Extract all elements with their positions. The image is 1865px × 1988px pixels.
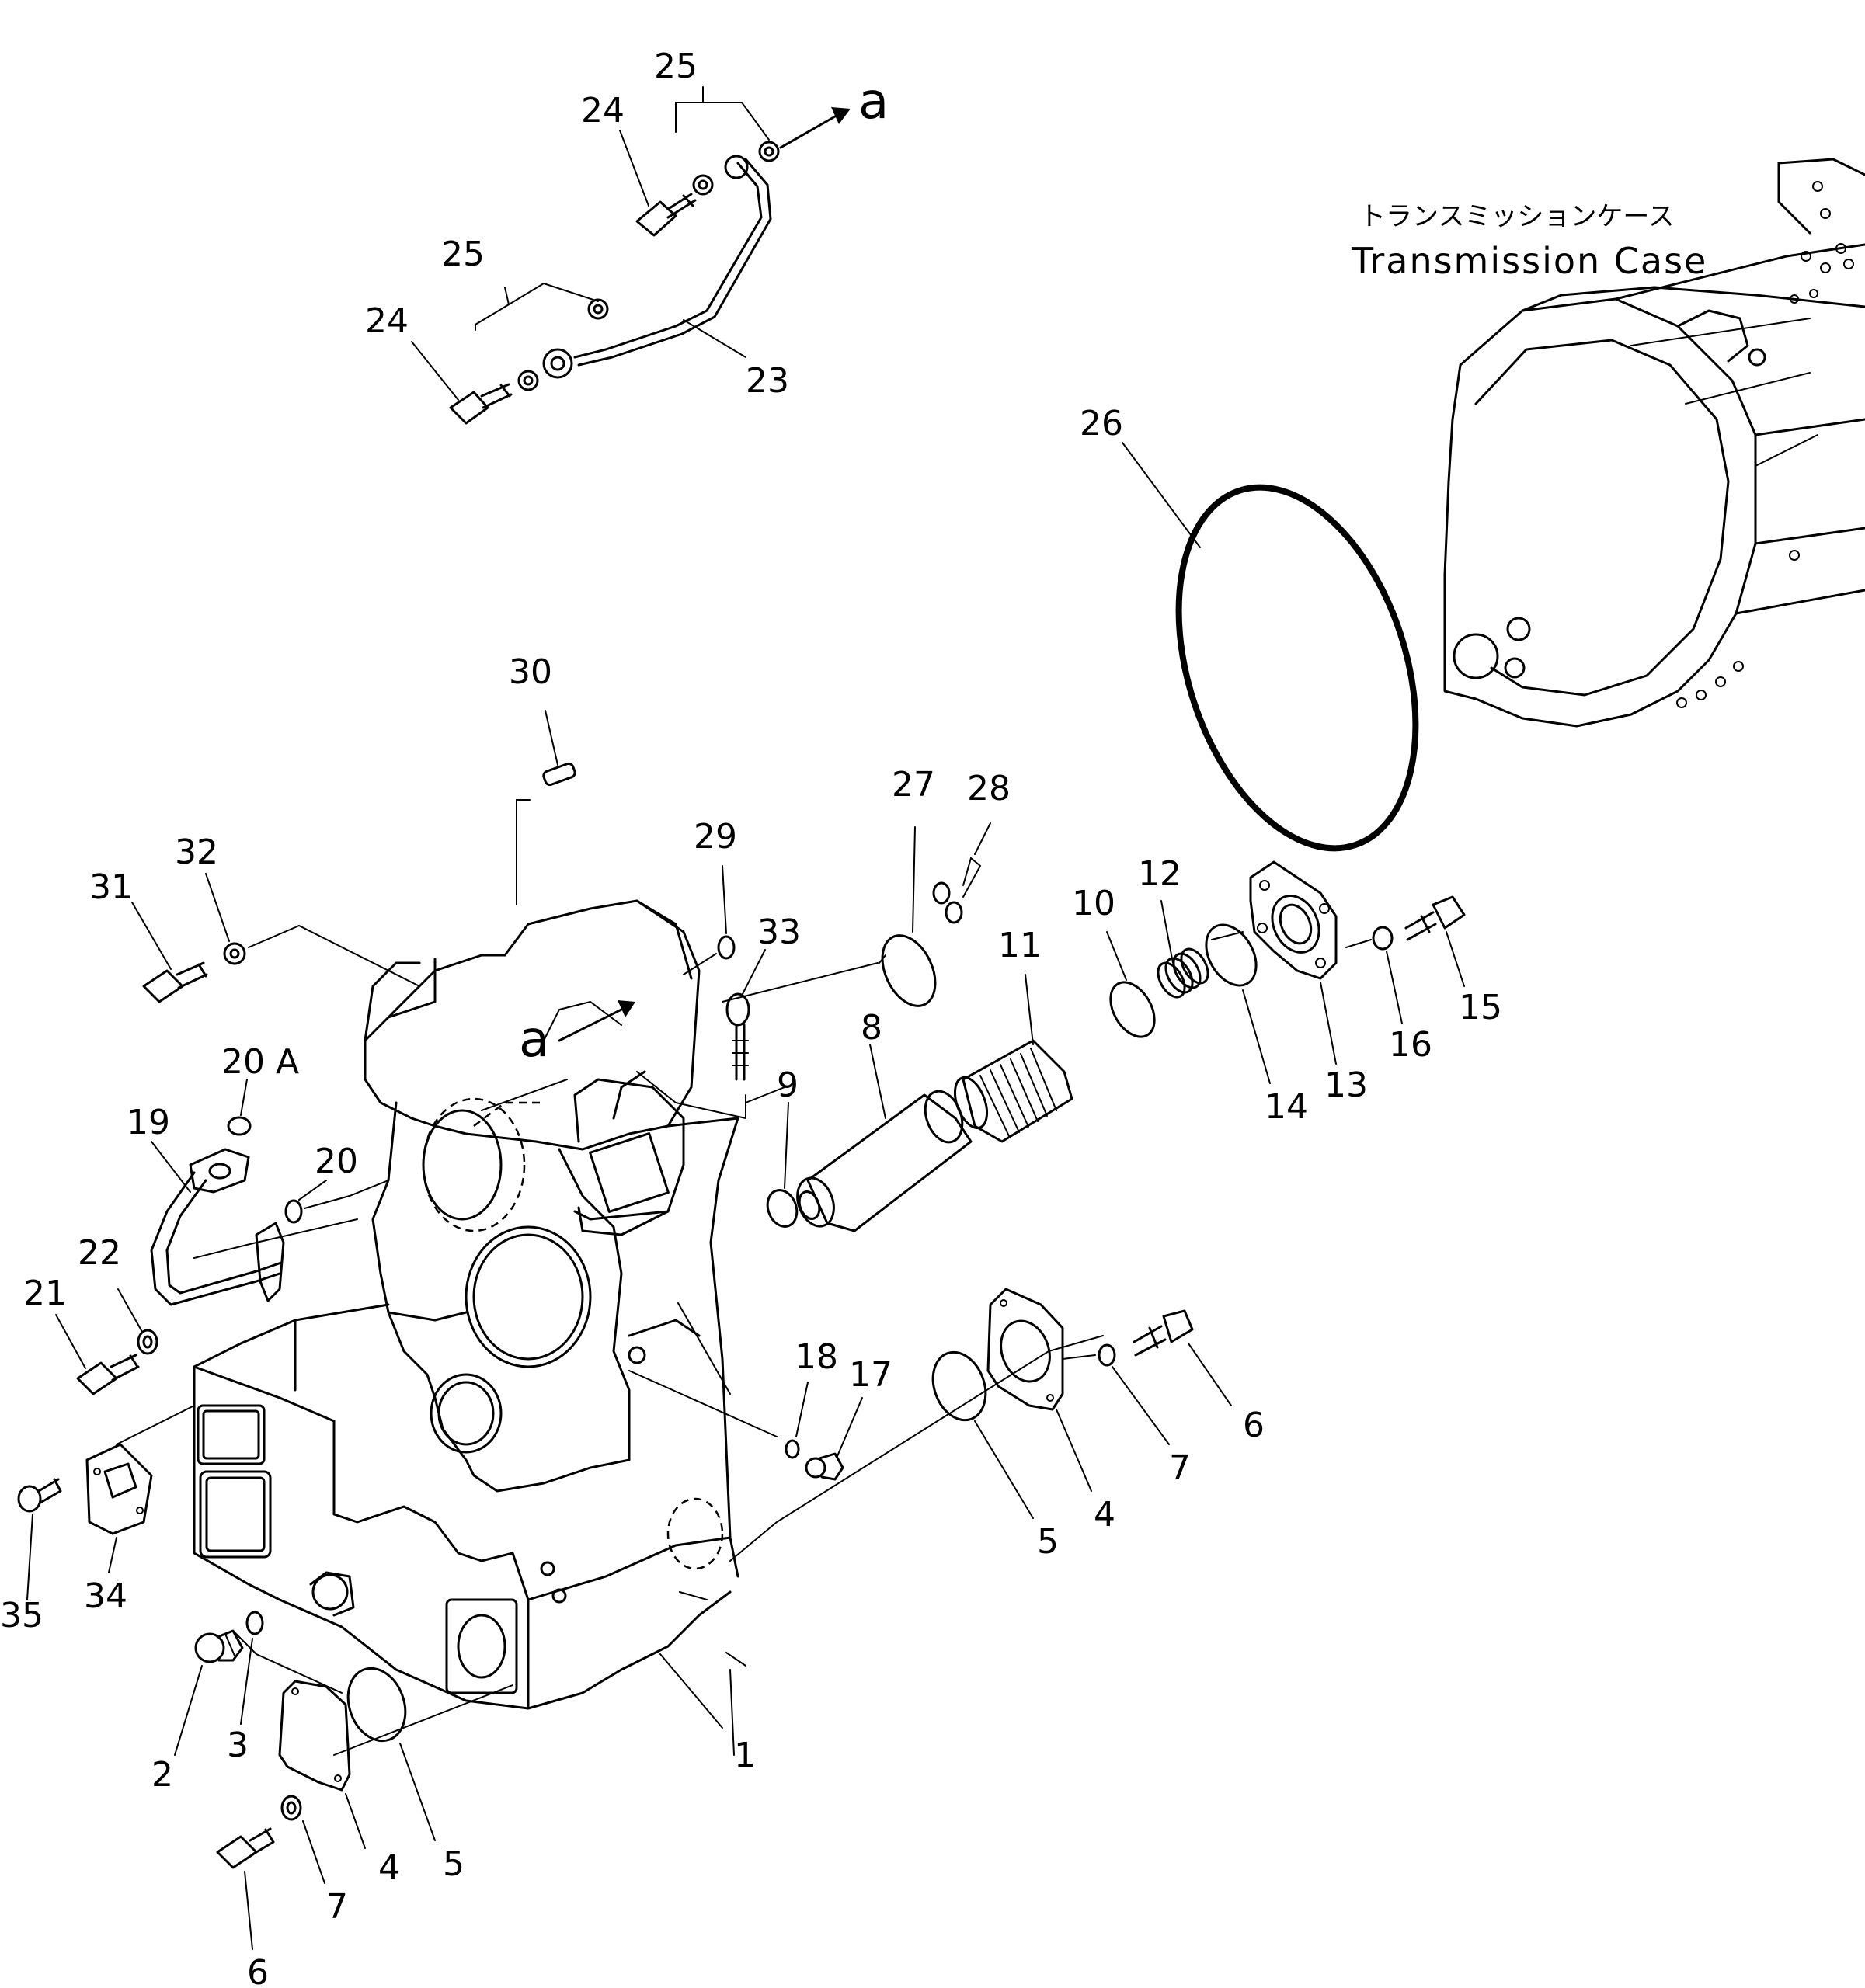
bolt-6-right (1133, 1309, 1194, 1357)
transmission-case-drawing: トランスミッションケース Transmission Case (1351, 158, 1865, 728)
o-ring-29 (717, 935, 736, 960)
o-ring-3 (245, 1611, 264, 1635)
bolt-15 (1404, 895, 1466, 941)
o-ring-28b (945, 901, 963, 924)
callout-17: 17 (849, 1355, 892, 1395)
callout-14: 14 (1265, 1087, 1308, 1127)
view-marker-a-top: a (858, 73, 889, 130)
o-ring-9 (766, 1189, 799, 1228)
callout-2: 2 (151, 1755, 173, 1795)
callout-26: 26 (1080, 404, 1123, 443)
transmission-case-label-jp: トランスミッションケース (1359, 201, 1675, 232)
callout-6-lower: 6 (247, 1953, 269, 1988)
callout-28: 28 (967, 769, 1011, 808)
cover-4-lower (278, 1680, 351, 1792)
callout-labels: 1 2 3 4 4 5 5 6 6 7 7 8 9 10 11 12 13 14… (0, 47, 1502, 1988)
callout-24-upper: 24 (581, 91, 625, 130)
washer-7-right (1098, 1343, 1116, 1367)
filter-case-8 (796, 1090, 973, 1232)
cover-4-right (986, 1288, 1064, 1411)
callout-8: 8 (861, 1008, 882, 1048)
plug-17 (805, 1452, 844, 1481)
callout-25-lower: 25 (441, 235, 485, 274)
callout-27: 27 (892, 765, 935, 805)
bolt-6-lower (216, 1827, 275, 1869)
washer-16 (1372, 926, 1394, 951)
pipe-assembly-23: a (449, 73, 889, 425)
bolt-24-lower (449, 383, 513, 425)
callout-35: 35 (0, 1596, 43, 1635)
bolt-35 (17, 1478, 62, 1513)
callout-33: 33 (757, 912, 801, 952)
callout-1: 1 (734, 1736, 756, 1775)
view-marker-a-center: a (519, 1011, 549, 1069)
filter-element-11 (953, 1039, 1073, 1143)
callout-34: 34 (84, 1576, 127, 1616)
callout-23: 23 (746, 361, 789, 401)
washer-32 (223, 924, 420, 987)
housing-1 (193, 899, 739, 1710)
o-ring-5-lower (346, 1667, 407, 1743)
callout-25-upper: 25 (654, 47, 698, 86)
callout-20: 20 (315, 1142, 358, 1181)
bolt-21 (76, 1354, 140, 1395)
callout-9: 9 (777, 1065, 799, 1105)
callout-7-lower: 7 (326, 1887, 348, 1927)
eye-bolt-33 (636, 992, 750, 1120)
leader-lines (26, 130, 1465, 1950)
o-ring-14 (1205, 923, 1258, 987)
callout-30: 30 (509, 652, 552, 692)
callout-5-right: 5 (1037, 1522, 1059, 1562)
callout-10: 10 (1072, 884, 1115, 923)
bolt-24-upper (635, 193, 697, 237)
washer-7-lower (280, 1795, 302, 1821)
pin-30 (516, 762, 576, 905)
o-ring-20a (227, 1116, 252, 1136)
transmission-case-label-en: Transmission Case (1351, 240, 1707, 282)
callout-11: 11 (998, 926, 1042, 965)
callout-3: 3 (227, 1726, 249, 1765)
o-ring-27 (881, 934, 937, 1007)
callout-15: 15 (1459, 988, 1502, 1027)
callout-7-right: 7 (1169, 1448, 1191, 1488)
spring-12 (1157, 947, 1209, 999)
bolt-31 (142, 961, 208, 1003)
callout-31: 31 (89, 867, 133, 907)
callout-24-lower: 24 (365, 301, 409, 341)
callout-16: 16 (1389, 1025, 1432, 1065)
callout-4-right: 4 (1094, 1495, 1115, 1534)
cover-34 (85, 1443, 153, 1535)
callout-29: 29 (694, 817, 737, 857)
pipe-19 (150, 1148, 285, 1306)
plug-2 (194, 1629, 244, 1663)
callout-6-right: 6 (1243, 1406, 1265, 1445)
o-ring-10 (1109, 981, 1156, 1038)
callout-21: 21 (23, 1274, 67, 1313)
o-ring-5-right (931, 1350, 987, 1422)
callout-20a: 20 A (221, 1042, 299, 1082)
callout-5-lower: 5 (443, 1844, 465, 1884)
o-ring-26 (1175, 484, 1419, 852)
o-ring-20 (284, 1199, 303, 1224)
callout-32: 32 (175, 832, 218, 872)
callout-19: 19 (127, 1103, 170, 1142)
view-arrow-center: a (519, 1000, 635, 1069)
washer-22 (137, 1329, 158, 1355)
o-ring-18 (785, 1439, 800, 1459)
o-ring-28a (932, 881, 951, 905)
callout-22: 22 (78, 1233, 121, 1273)
callout-4-lower: 4 (378, 1848, 400, 1888)
callout-18: 18 (795, 1337, 838, 1377)
cover-13 (1249, 860, 1338, 980)
callout-13: 13 (1324, 1065, 1368, 1105)
callout-12: 12 (1138, 854, 1181, 894)
